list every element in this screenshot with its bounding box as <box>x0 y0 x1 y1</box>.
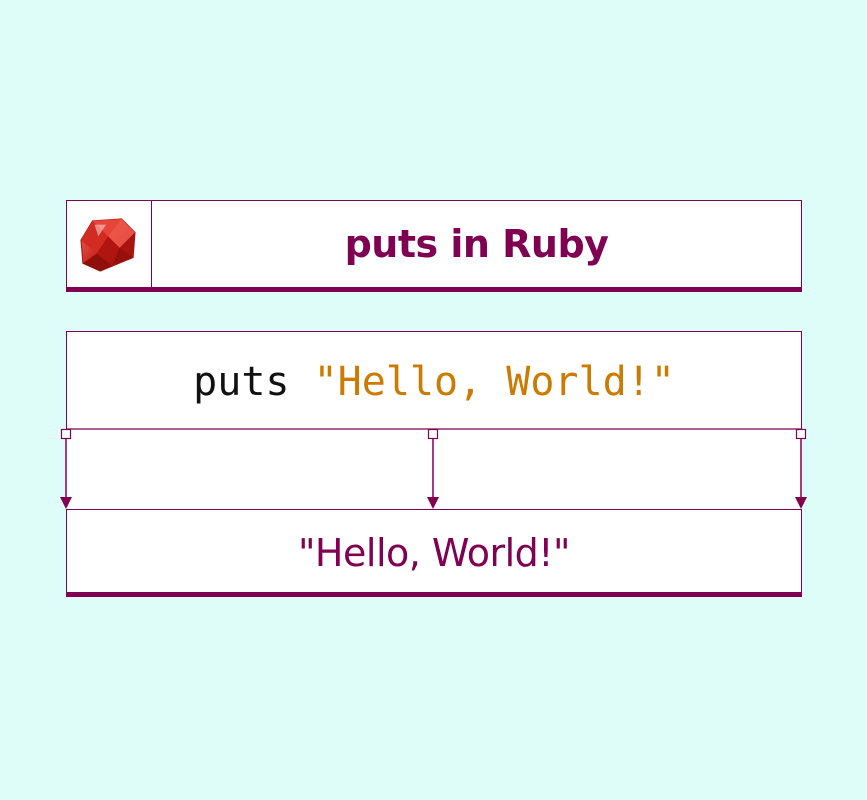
code-panel: puts "Hello, World!" <box>66 331 802 430</box>
code-line: puts "Hello, World!" <box>67 332 801 432</box>
code-string: "Hello, World!" <box>313 359 675 405</box>
ruby-gem-icon <box>80 218 136 272</box>
output-panel: "Hello, World!" <box>66 509 802 597</box>
logo-cell <box>67 201 152 287</box>
title-panel: puts in Ruby <box>66 200 802 292</box>
output-text: "Hello, World!" <box>297 531 571 575</box>
connector-area <box>66 429 802 509</box>
page-title: puts in Ruby <box>344 222 609 266</box>
code-keyword: puts <box>193 359 290 405</box>
